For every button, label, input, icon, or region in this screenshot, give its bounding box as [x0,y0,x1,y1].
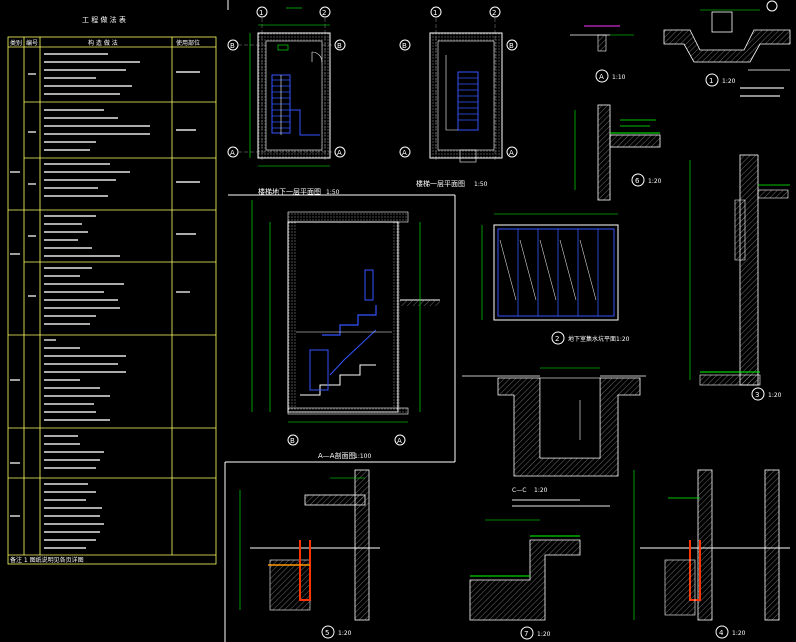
svg-text:2: 2 [322,9,326,17]
detail-5: 5 1:20 [239,469,380,639]
plan-b1-title: 楼梯地下一层平面图 [258,187,321,196]
svg-text:1: 1 [433,9,437,17]
svg-text:3: 3 [755,391,759,399]
header-category: 类别 [10,39,22,47]
schedule-headers: 类别 编号 构 造 做 法 使用部位 [10,39,200,47]
svg-text:B: B [337,42,342,50]
sheet-frame [224,0,456,642]
schedule-text-lines [10,53,200,549]
detail-6: 6 1:20 [574,104,662,201]
svg-text:B: B [230,42,235,50]
svg-text:2: 2 [555,335,559,343]
svg-text:1:20: 1:20 [768,392,782,399]
header-location: 使用部位 [176,39,200,47]
svg-text:1:20: 1:20 [338,630,352,637]
svg-text:1:20: 1:20 [616,336,630,343]
svg-text:A: A [509,149,514,157]
svg-text:2: 2 [492,9,496,17]
section-aa-title: A—A剖面图 [318,451,356,460]
svg-text:1:20: 1:20 [722,78,736,85]
section-cc-scale: 1:20 [534,487,548,494]
svg-text:1: 1 [259,9,263,17]
svg-text:1:20: 1:20 [648,178,662,185]
svg-text:5: 5 [325,629,329,637]
svg-text:7: 7 [524,630,528,638]
detail-2-sump-plan: 2 地下室集水坑平面 1:20 [481,213,630,345]
svg-text:A: A [599,73,604,81]
schedule-title: 工 程 做 法 表 [82,15,126,24]
stair-plan-ground: 1 2 B A B A 楼梯一层平面图 1:50 [399,6,518,188]
detail-1: 1 1:20 [663,0,791,97]
header-construction: 构 造 做 法 [88,39,118,47]
plan-f1-title: 楼梯一层平面图 [416,179,465,188]
svg-text:A: A [402,149,407,157]
detail-4: 4 1:20 [633,469,790,639]
stair-plan-basement: 1 2 B A B A [227,6,346,196]
svg-text:1: 1 [709,77,713,85]
svg-text:B: B [290,437,295,445]
svg-text:1:20: 1:20 [537,631,551,638]
header-code: 编号 [26,39,38,47]
detail-3: 3 1:20 [689,154,790,401]
section-aa-scale: 1:100 [354,453,371,460]
svg-text:A: A [397,437,402,445]
detail-2-title: 地下室集水坑平面 [568,335,616,343]
plan-b1-scale: 1:50 [326,189,340,196]
schedule-note: 备注 1 图纸说明见各页详图 [10,556,84,564]
section-cc-title: C—C [512,487,526,494]
construction-schedule: 工 程 做 法 表 类别 编号 构 造 做 法 使用部位 [7,15,217,565]
svg-text:B: B [402,42,407,50]
detail-7: 7 1:20 [469,519,581,640]
section-aa: B A A—A剖面图 1:100 [251,200,440,460]
section-cc: C—C 1:20 [462,367,646,507]
svg-text:4: 4 [719,629,724,637]
svg-text:1:10: 1:10 [612,74,626,81]
svg-text:A: A [337,149,342,157]
detail-a: A 1:10 [570,25,634,83]
plan-f1-scale: 1:50 [474,181,488,188]
svg-text:1:20: 1:20 [732,630,746,637]
svg-text:B: B [509,42,514,50]
svg-text:A: A [230,149,235,157]
svg-text:6: 6 [635,177,640,185]
